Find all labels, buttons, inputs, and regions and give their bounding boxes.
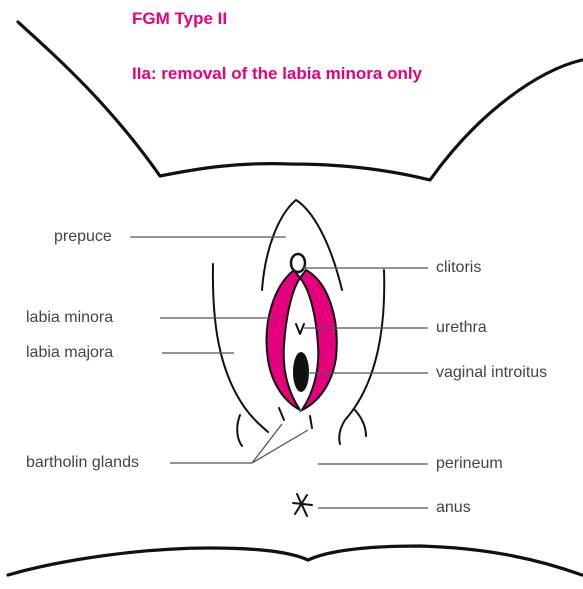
labia-minora-right	[300, 270, 337, 410]
label-labia-majora: labia majora	[26, 344, 113, 362]
vaginal-introitus-shape	[293, 352, 309, 392]
lower-body-contour	[8, 546, 582, 575]
urethra-shape	[296, 324, 304, 334]
subtitle-text: removal of the labia minora only	[157, 64, 422, 83]
label-prepuce: prepuce	[54, 228, 112, 246]
label-urethra: urethra	[436, 319, 487, 337]
label-clitoris: clitoris	[436, 259, 481, 277]
diagram-title: FGM Type II	[132, 9, 227, 29]
leader-bartholin-b	[252, 430, 308, 463]
label-labia-minora: labia minora	[26, 309, 113, 327]
label-bartholin-glands: bartholin glands	[26, 454, 139, 472]
labia-majora-left-fold	[237, 415, 242, 446]
diagram-subtitle: IIa: removal of the labia minora only	[132, 64, 422, 84]
label-perineum: perineum	[436, 455, 503, 473]
upper-body-contour	[18, 22, 582, 180]
anus-shape	[293, 494, 312, 516]
subtitle-prefix: IIa:	[132, 64, 157, 83]
bartholin-mark-left	[279, 408, 284, 420]
labia-minora-left	[267, 270, 300, 410]
labia-majora-left-outline	[213, 264, 268, 432]
label-anus: anus	[436, 499, 471, 517]
bartholin-mark-right	[310, 416, 312, 428]
clitoris-shape	[291, 254, 305, 272]
labia-majora-right-fold	[355, 410, 366, 436]
label-vaginal-introitus: vaginal introitus	[436, 364, 547, 382]
